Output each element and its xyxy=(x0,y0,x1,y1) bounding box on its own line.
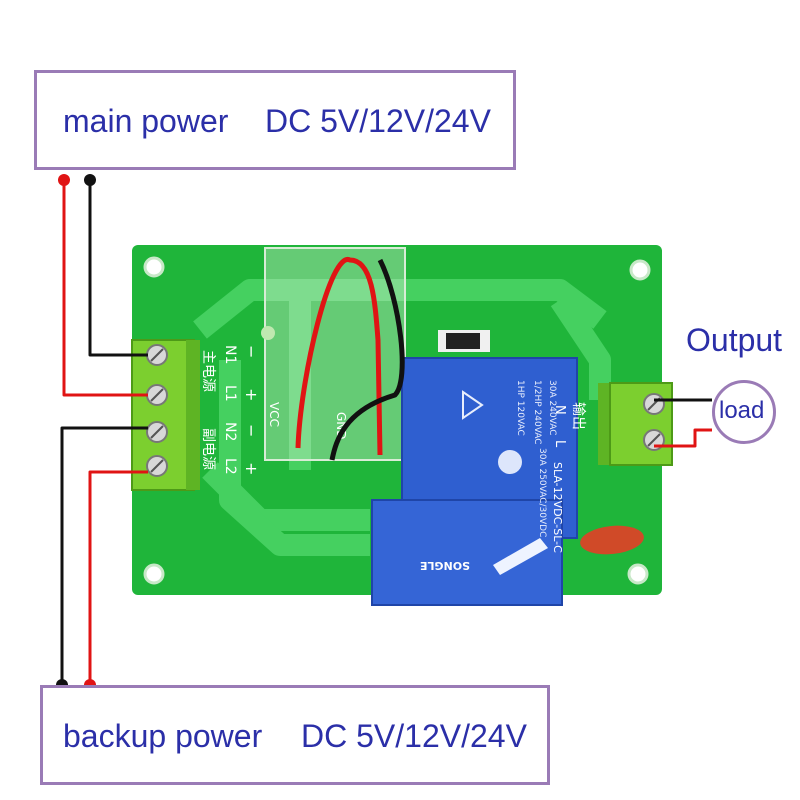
mounting-holes xyxy=(143,256,651,585)
load-circle xyxy=(712,380,776,444)
relay-rating-1: 30A 240VAC xyxy=(547,380,557,436)
backup-power-label: backup power xyxy=(63,718,263,754)
output-label: Output xyxy=(686,322,783,358)
wires xyxy=(60,182,712,685)
relay-rating-2: 1/2HP 240VAC xyxy=(532,380,542,445)
wire-gnd-black xyxy=(329,258,405,461)
silk-main-power: 主电源 xyxy=(200,350,216,392)
silk-vcc: VCC xyxy=(267,402,281,427)
silk-pin-l1: L1 xyxy=(222,385,238,402)
main-power-label: main power xyxy=(63,103,229,139)
relay-brand: SONGLE xyxy=(420,559,470,572)
led xyxy=(261,326,275,340)
relay-rating-4: 30A 250VAC/30VDC xyxy=(537,448,547,537)
backup-power-box: backup power DC 5V/12V/24V xyxy=(40,685,550,785)
silk-pin-n1: N1 xyxy=(222,345,238,364)
silk-pin-n: N xyxy=(552,405,567,415)
left-terminal-block xyxy=(131,339,200,491)
wire-main-black xyxy=(88,182,148,357)
silk-pin-l2: L2 xyxy=(222,458,238,475)
relay-model: SLA-12VDC-SL-C xyxy=(551,462,564,553)
capacitor xyxy=(580,525,644,555)
output-terminal-block xyxy=(598,382,673,466)
wire-backup-black xyxy=(60,426,148,685)
silk-output: 输出 xyxy=(570,402,586,430)
wire-backup-red xyxy=(88,470,148,685)
wire-load-red xyxy=(654,428,712,448)
silk-sign-1: − xyxy=(242,345,261,358)
silk-sign-2: + xyxy=(242,388,261,401)
silk-pin-l: L xyxy=(552,440,567,448)
main-power-voltage: DC 5V/12V/24V xyxy=(265,103,491,139)
backup-power-voltage: DC 5V/12V/24V xyxy=(301,718,527,754)
relay xyxy=(371,357,578,606)
silk-pin-n2: N2 xyxy=(222,422,238,441)
load-label: load xyxy=(719,397,765,424)
wire-vcc-red xyxy=(295,257,383,456)
main-power-box: main power DC 5V/12V/24V xyxy=(34,70,516,170)
wire-main-red xyxy=(62,182,148,397)
silk-sign-4: + xyxy=(242,462,261,475)
silk-sign-3: − xyxy=(242,424,261,437)
relay-rating-3: 1HP 120VAC xyxy=(515,380,525,436)
silk-backup-power: 副电源 xyxy=(200,428,216,470)
